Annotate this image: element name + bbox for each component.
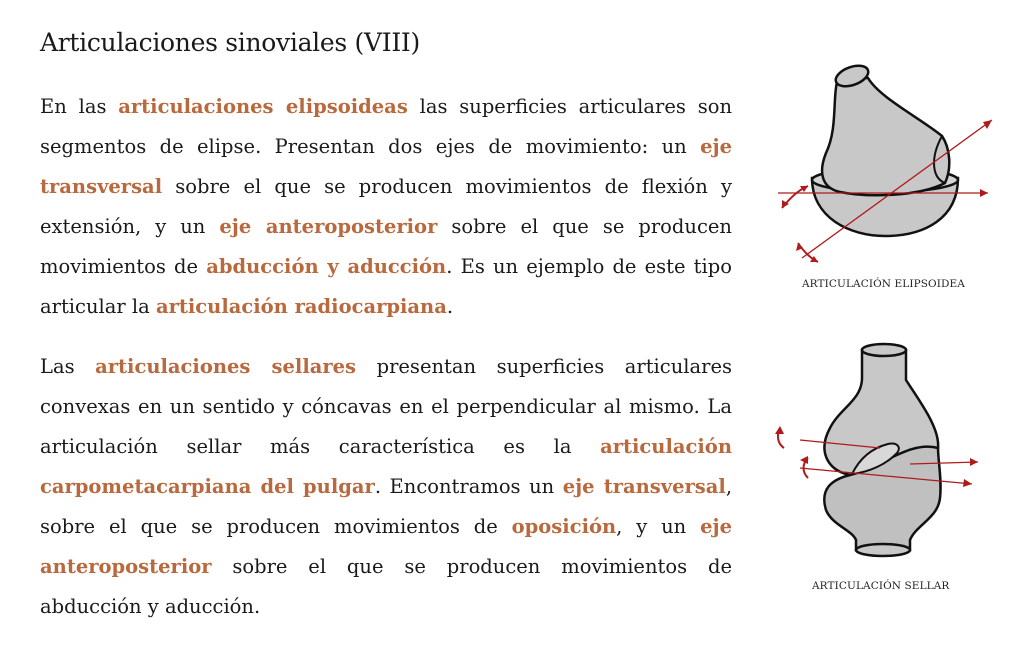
rotation-arrowhead-transverse-2 bbox=[782, 200, 789, 208]
paragraph-elipsoidea: En las articulaciones elipsoideas las su… bbox=[40, 87, 732, 327]
body-text: presentan superficies articulares convex… bbox=[40, 355, 733, 458]
caption-sellar: ARTICULACIÓN SELLAR bbox=[812, 580, 950, 592]
highlighted-term: articulación radiocarpiana bbox=[155, 295, 447, 318]
body-text: sobre el que se producen movimientos de … bbox=[40, 175, 732, 238]
saddle-joint-illustration bbox=[775, 342, 979, 558]
paragraph-sellar: Las articulaciones sellares presentan su… bbox=[40, 347, 732, 627]
highlighted-term: eje transversal bbox=[562, 475, 726, 498]
rotation-arrowhead-transverse-1 bbox=[800, 186, 808, 192]
page-title: Articulaciones sinoviales (VIII) bbox=[40, 28, 420, 57]
body-text: En las bbox=[40, 95, 119, 118]
saddle-ap-arrowhead bbox=[963, 479, 972, 487]
highlighted-term: eje anteroposterior bbox=[40, 515, 732, 578]
highlighted-term: abducción y aducción bbox=[206, 255, 447, 278]
anteroposterior-axis-line bbox=[801, 119, 993, 259]
saddle-rotation-arrowhead-1 bbox=[775, 426, 784, 434]
transverse-axis-arrowhead bbox=[980, 189, 988, 197]
body-text: Las bbox=[40, 355, 96, 378]
rotation-arrowhead-ap-2 bbox=[810, 256, 818, 262]
ellipsoid-bone bbox=[820, 76, 951, 197]
saddle-transverse-arrowhead bbox=[970, 458, 978, 466]
saddle-lower-bone bbox=[823, 445, 942, 552]
saddle-lower-bone-bottom bbox=[854, 542, 912, 558]
highlighted-term: articulación carpometacarpiana del pulga… bbox=[40, 435, 732, 498]
body-text: . Encontramos un bbox=[374, 475, 563, 498]
body-text: sobre el que se producen movimientos de … bbox=[40, 555, 732, 618]
anteroposterior-axis-arrowhead bbox=[983, 120, 992, 129]
saddle-upper-bone-top bbox=[860, 342, 908, 358]
caption-elipsoidea: ARTICULACIÓN ELIPSOIDEA bbox=[802, 278, 965, 290]
saddle-ap-axis-line bbox=[799, 467, 973, 485]
figure-ellipsoid-joint bbox=[760, 58, 1000, 278]
body-text: sobre el que se producen movimientos de bbox=[40, 215, 732, 278]
body-text: . bbox=[446, 295, 454, 318]
highlighted-term: eje transversal bbox=[40, 135, 732, 198]
saddle-rotation-arrowhead-2 bbox=[800, 456, 808, 464]
body-text: , sobre el que se producen movimientos d… bbox=[40, 475, 733, 538]
ellipsoid-condyle-line bbox=[933, 135, 946, 184]
body-text: , y un bbox=[616, 515, 701, 538]
highlighted-term: articulaciones elipsoideas bbox=[118, 95, 408, 118]
highlighted-term: eje anteroposterior bbox=[219, 215, 438, 238]
saddle-transverse-axis-line bbox=[799, 439, 881, 449]
ellipsoid-joint-illustration bbox=[778, 64, 993, 263]
body-text: . Es un ejemplo de este tipo articular l… bbox=[40, 255, 732, 318]
ellipsoid-bone-top bbox=[834, 64, 870, 88]
figure-saddle-joint bbox=[760, 340, 1000, 570]
rotation-arrowhead-ap-1 bbox=[796, 243, 803, 251]
saddle-axis-extension bbox=[909, 461, 979, 465]
saddle-surface-curve bbox=[850, 442, 900, 476]
body-text: las superficies articulares son segmento… bbox=[40, 95, 733, 158]
highlighted-term: articulaciones sellares bbox=[95, 355, 357, 378]
highlighted-term: oposición bbox=[511, 515, 617, 538]
